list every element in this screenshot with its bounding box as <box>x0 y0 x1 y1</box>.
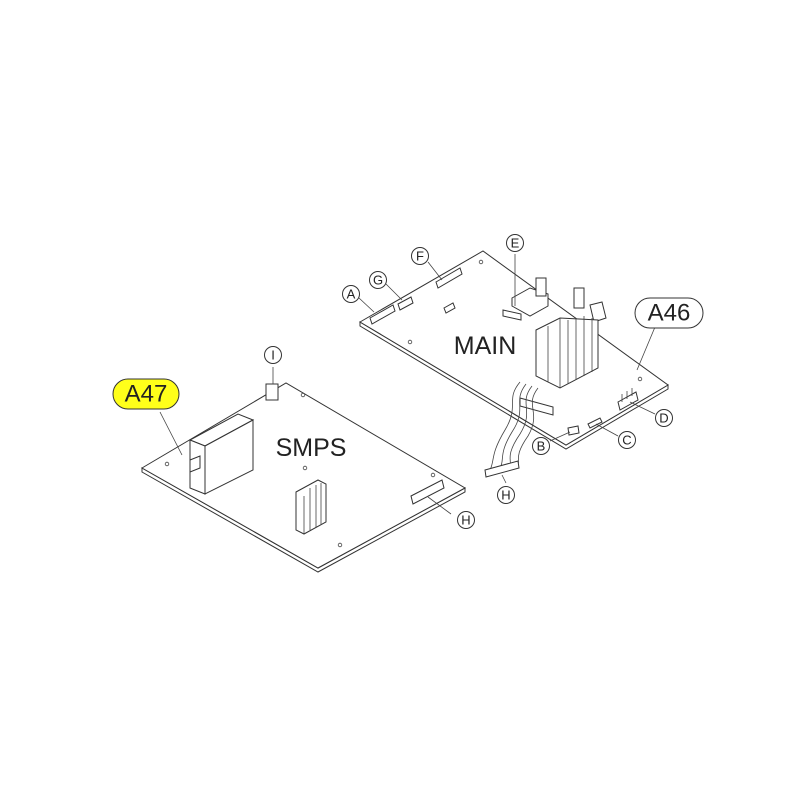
svg-text:H: H <box>461 513 470 528</box>
svg-text:D: D <box>659 411 668 426</box>
callout-d: D <box>655 409 673 427</box>
part-label-a47-highlighted: A47 <box>112 378 180 410</box>
callout-h-smps: H <box>457 511 475 529</box>
smps-board: SMPS <box>141 367 467 573</box>
svg-text:G: G <box>373 273 383 288</box>
svg-text:E: E <box>511 236 520 251</box>
callout-c: C <box>618 431 636 449</box>
ribbon-cable <box>484 381 539 484</box>
part-label-a46: A46 <box>634 297 704 329</box>
smps-board-label: SMPS <box>276 434 347 462</box>
callout-f: F <box>411 247 429 265</box>
svg-text:C: C <box>622 433 631 448</box>
main-board-label: MAIN <box>454 332 517 360</box>
svg-text:H: H <box>501 488 510 503</box>
svg-text:B: B <box>537 439 546 454</box>
svg-text:A: A <box>347 287 356 302</box>
callout-a: A <box>342 285 360 303</box>
svg-text:A46: A46 <box>648 300 691 327</box>
callout-i: I <box>264 346 282 364</box>
main-board: MAIN <box>358 250 669 450</box>
callout-e: E <box>506 234 524 252</box>
svg-text:I: I <box>271 348 275 363</box>
svg-text:A47: A47 <box>125 381 168 408</box>
callout-g: G <box>369 271 387 289</box>
callout-b: B <box>532 437 550 455</box>
callout-h-cable: H <box>497 486 515 504</box>
svg-text:F: F <box>416 249 424 264</box>
